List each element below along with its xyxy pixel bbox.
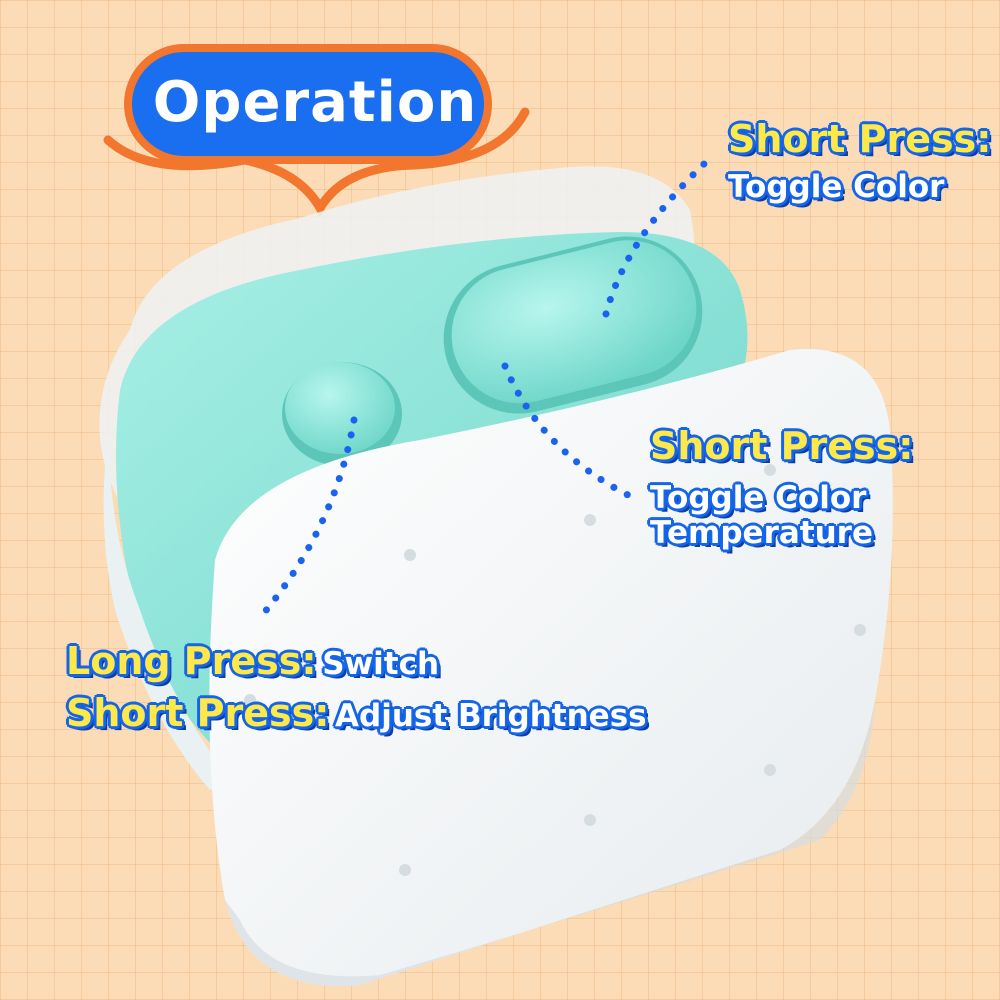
label-short-press-action: Adjust Brightness — [335, 697, 647, 734]
pointer-line-left — [254, 416, 358, 624]
label-middle-right: Short Press: Toggle Color Temperature — [650, 424, 914, 552]
label-middle-right-action-line1: Toggle Color — [650, 479, 867, 516]
label-top-right: Short Press: Toggle Color — [728, 117, 992, 205]
pointer-line-middle — [501, 362, 632, 499]
label-top-right-heading: Short Press: — [728, 117, 992, 161]
device-front-cover — [209, 349, 893, 986]
title-badge-swoosh — [103, 107, 530, 218]
title-badge — [103, 44, 530, 218]
power-button — [282, 362, 402, 466]
label-top-right-action: Toggle Color — [728, 168, 945, 205]
label-long-press-action: Switch — [322, 646, 440, 682]
label-short-press-heading: Short Press: — [66, 690, 330, 735]
pointer-line-top — [602, 159, 709, 318]
device-body-edge — [103, 420, 230, 790]
label-short-press-row: Short Press: Adjust Brightness — [66, 690, 647, 736]
cover-dimples — [244, 464, 866, 876]
label-bottom-left: Long Press: Switch Short Press: Adjust B… — [66, 639, 647, 736]
pointer-lines — [254, 159, 709, 624]
title-badge-shape — [124, 44, 492, 164]
label-middle-right-heading: Short Press: — [650, 424, 914, 468]
label-middle-right-action-line2: Temperature — [650, 515, 873, 552]
color-button — [443, 236, 703, 414]
page-title: Operation — [152, 69, 478, 135]
label-long-press-heading: Long Press: — [66, 639, 317, 683]
label-long-press-row: Long Press: Switch — [66, 639, 647, 684]
